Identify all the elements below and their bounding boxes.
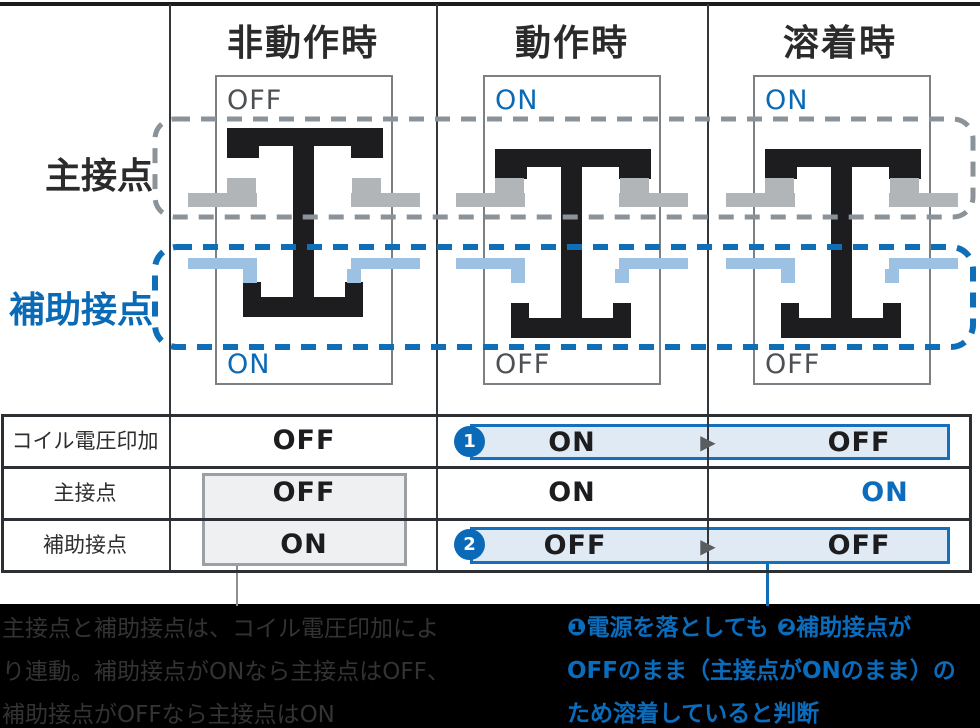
table-row-label-aux: 補助接点 (43, 533, 127, 557)
side-label-main-contact: 主接点 (44, 156, 153, 197)
main-state-col1: OFF (272, 476, 336, 508)
interlock-note: 主接点と補助接点は、コイル電圧印加によ り連動。補助接点がONなら主接点はOFF… (2, 608, 522, 728)
state-label-top-1: OFF (227, 85, 283, 116)
arrow-right-icon: ▶ (700, 430, 716, 454)
badge-1: 1 (454, 426, 485, 457)
state-label-bottom-3: OFF (765, 349, 821, 380)
relay-symbol-non-operating (188, 128, 420, 317)
aux-state-welded: OFF (827, 530, 891, 561)
table-line-top (1, 414, 972, 417)
relay-symbol-operating (456, 149, 688, 338)
column-header-operating: 動作時 (514, 23, 629, 64)
table-row-label-coil: コイル電圧印加 (11, 429, 159, 453)
column-divider-2 (436, 4, 438, 572)
coil-state-operating: ON (548, 426, 596, 458)
table-border-left (1, 414, 4, 573)
interlock-note-line1: 主接点と補助接点は、コイル電圧印加によ (2, 616, 439, 642)
footer-note-area (0, 604, 980, 728)
column-divider-3 (707, 4, 709, 572)
interlock-note-line2: り連動。補助接点がONなら主接点はOFF、 (2, 659, 450, 685)
table-line-bottom (1, 570, 972, 573)
top-border-line (0, 2, 980, 6)
weld-note-line1: ❶電源を落としても ❷補助接点が (567, 615, 912, 641)
main-state-col3: ON (861, 476, 909, 508)
weld-note-line3: ため溶着していると判断 (567, 701, 820, 727)
state-label-bottom-2: OFF (495, 349, 551, 380)
table-row-label-main: 主接点 (53, 481, 117, 505)
state-label-top-3: ON (765, 85, 809, 116)
aux-state-operating: OFF (543, 530, 607, 561)
state-label-bottom-1: ON (227, 349, 271, 380)
interlock-note-line3: 補助接点がOFFなら主接点はON (2, 702, 335, 728)
aux-state-col1: ON (280, 529, 328, 560)
arrow-right-icon: ▶ (700, 533, 716, 558)
state-label-top-2: ON (495, 85, 539, 116)
side-label-aux-contact: 補助接点 (8, 290, 153, 331)
table-line-row2 (1, 518, 972, 521)
coil-state-col1: OFF (272, 424, 336, 456)
table-border-right (969, 414, 972, 573)
badge-2: 2 (454, 529, 485, 560)
weld-detection-note: ❶電源を落としても ❷補助接点が OFFのまま（主接点がONのまま）の ため溶着… (567, 607, 977, 728)
aux-sequence-band (470, 527, 950, 564)
main-state-col2: ON (548, 476, 596, 508)
table-line-row1 (1, 466, 972, 469)
column-header-non-operating: 非動作時 (226, 23, 379, 64)
weld-note-line2: OFFのまま（主接点がONのまま）の (567, 658, 956, 684)
coil-state-welded: OFF (827, 426, 891, 458)
graybox-connector-line (236, 566, 238, 606)
column-header-welded: 溶着時 (782, 23, 897, 64)
band-connector-line (766, 562, 769, 606)
relay-symbol-welded (726, 149, 958, 338)
